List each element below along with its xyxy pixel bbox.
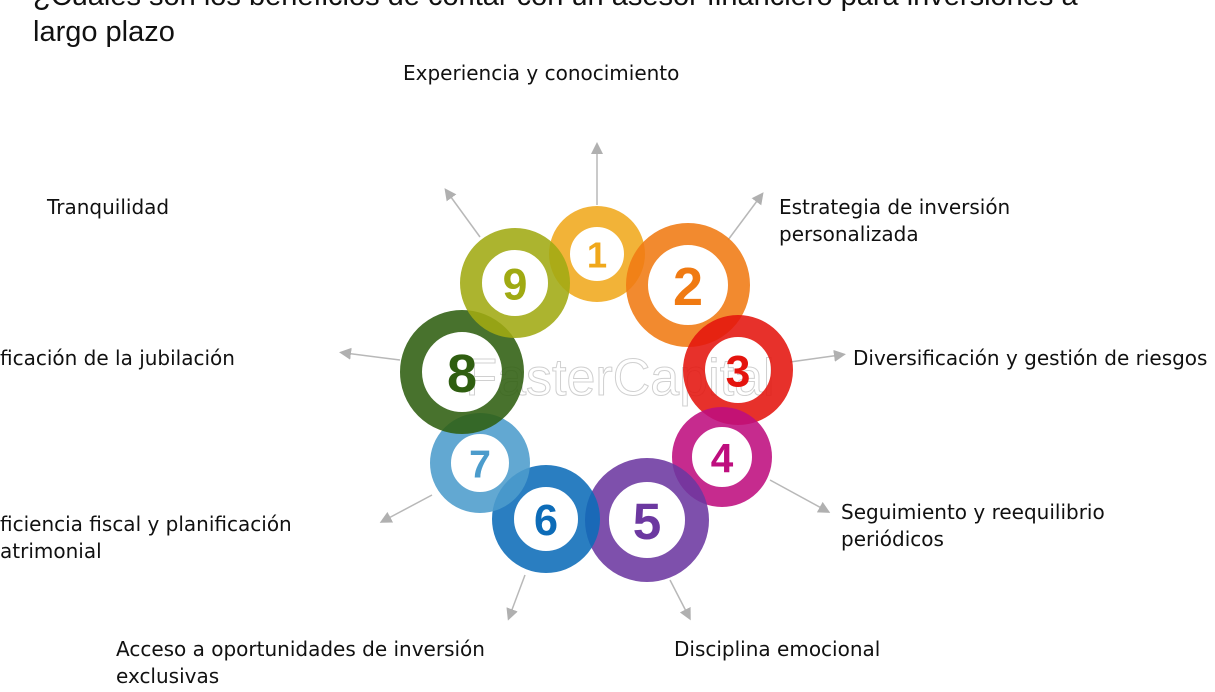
arrow-3 <box>789 349 846 363</box>
ring-9 <box>460 228 570 338</box>
ring-8 <box>400 310 524 434</box>
arrow-4 <box>769 479 831 513</box>
ring-number-7: 7 <box>469 444 491 487</box>
ring-2 <box>626 223 750 347</box>
arrow-8 <box>339 347 401 361</box>
label-5: Disciplina emocional <box>674 637 881 661</box>
ring-6 <box>492 465 600 573</box>
ring-number-3: 3 <box>726 348 751 397</box>
ring-number-8: 8 <box>447 344 477 404</box>
page-title: ¿Cuáles son los beneficios de contar con… <box>33 0 1078 48</box>
arrow-9 <box>444 188 481 238</box>
ring-number-6: 6 <box>534 497 558 545</box>
ring-number-5: 5 <box>633 493 662 550</box>
ring-number-9: 9 <box>503 261 528 310</box>
label-1: Experiencia y conocimiento <box>403 61 680 85</box>
ring-number-2: 2 <box>673 257 703 317</box>
ring-number-4: 4 <box>711 435 734 481</box>
label-8: ficación de la jubilación <box>0 346 235 370</box>
arrow-6 <box>506 574 526 621</box>
arrow-2 <box>727 192 764 241</box>
label-9: Tranquilidad <box>47 195 170 219</box>
arrow-5 <box>669 579 691 621</box>
arrow-7 <box>379 494 433 523</box>
ring-number-1: 1 <box>587 235 607 276</box>
label-3: Diversificación y gestión de riesgos <box>853 346 1208 370</box>
ring-4 <box>672 407 772 507</box>
